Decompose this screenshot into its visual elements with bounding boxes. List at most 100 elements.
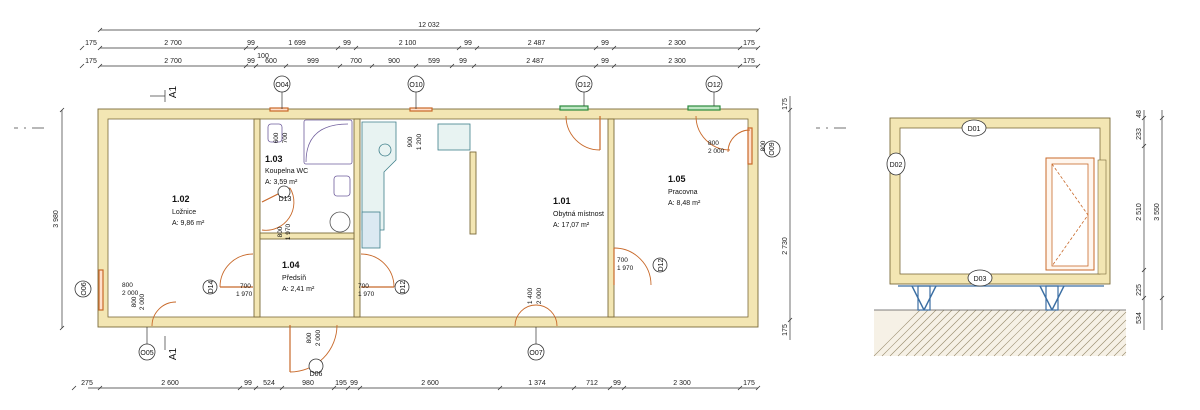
svg-text:800: 800: [277, 226, 284, 237]
svg-text:Pracovna: Pracovna: [668, 189, 698, 196]
dimension-label: 275: [81, 380, 93, 387]
section-tag-d02: D02: [886, 152, 906, 176]
overall-dimension: 12 032: [418, 22, 440, 29]
svg-text:1.05: 1.05: [668, 174, 686, 184]
svg-text:O10: O10: [409, 82, 422, 89]
hatch-line: [977, 309, 1025, 357]
svg-text:O04: O04: [275, 82, 288, 89]
hatch-line: [873, 309, 921, 357]
right-dim-top: 175: [782, 98, 789, 110]
right-dim-bottom: 175: [782, 324, 789, 336]
washbasin: [333, 175, 351, 197]
dimension-label: 2 100: [399, 40, 417, 47]
dimension-label: 175: [743, 58, 755, 65]
svg-text:1.02: 1.02: [172, 194, 190, 204]
svg-text:225: 225: [1136, 284, 1143, 296]
svg-text:A: 3,59 m²: A: 3,59 m²: [265, 179, 298, 186]
hatch-line: [969, 309, 1017, 357]
right-dimension: 175 2 730 175: [782, 96, 793, 340]
dimension-label: 175: [743, 380, 755, 387]
window-tag-o05: O05: [138, 327, 156, 361]
svg-text:O06: O06: [81, 282, 88, 295]
left-dimension: 3 980: [53, 107, 65, 331]
dimension-tick: [71, 385, 77, 391]
svg-text:D01: D01: [968, 126, 981, 133]
dimension-label: 599: [428, 58, 440, 65]
section-view: D01 D02 D03 48 233 2 510 225 534 3 550: [873, 110, 1165, 357]
svg-text:Obytná místnost: Obytná místnost: [553, 211, 604, 218]
dimension-tick: [243, 45, 249, 51]
opening-dims: 600 700 900 1 200 800 2 000 800 800 2 00…: [122, 132, 767, 346]
hatch-line: [905, 309, 953, 357]
svg-text:D02: D02: [890, 162, 903, 169]
dimension-label: 2 300: [673, 380, 691, 387]
svg-text:48: 48: [1136, 110, 1143, 118]
dimension-tick: [611, 63, 617, 69]
svg-text:2 000: 2 000: [139, 293, 146, 310]
hatch-line: [913, 309, 961, 357]
dimension-tick: [335, 45, 341, 51]
dimension-100: 100: [257, 53, 269, 60]
dimension-label: 900: [388, 58, 400, 65]
plan-walls: [97, 108, 759, 328]
door-tag-d12-study: D12: [652, 257, 668, 273]
svg-text:233: 233: [1136, 128, 1143, 140]
hatch-line: [993, 309, 1041, 357]
hob: [378, 143, 392, 157]
room-1-02: 1.02 Ložnice A: 9,86 m²: [172, 194, 205, 227]
svg-text:D12: D12: [400, 280, 407, 293]
dimension-tick: [253, 45, 259, 51]
kitchen-unit: [361, 121, 471, 249]
dimension-tick: [237, 385, 243, 391]
hatch-line: [1017, 309, 1065, 357]
dimension-label: 2 700: [164, 40, 182, 47]
dimension-tick: [474, 45, 480, 51]
svg-text:Ložnice: Ložnice: [172, 209, 196, 216]
dimension-tick: [97, 63, 103, 69]
dimension-tick: [413, 63, 419, 69]
dimension-label: 175: [85, 40, 97, 47]
hatch-line: [889, 309, 937, 357]
hatch-line: [961, 309, 1009, 357]
svg-text:1 970: 1 970: [358, 291, 375, 298]
svg-text:800: 800: [760, 140, 767, 151]
door-tag-d12-hall: D12: [394, 279, 410, 295]
left-dimension-label: 3 980: [53, 210, 60, 228]
dimension-tick: [755, 385, 761, 391]
dimension-label: 99: [613, 380, 621, 387]
dimension-tick: [737, 63, 743, 69]
dimension-tick: [593, 63, 599, 69]
hatch-line: [1009, 309, 1057, 357]
dimension-tick: [755, 63, 761, 69]
dimension-tick: [79, 63, 85, 69]
section-mark-bottom: A1: [164, 336, 179, 360]
svg-text:O12: O12: [577, 82, 590, 89]
hatch-line: [953, 309, 1001, 357]
window-tag-o10: O10: [407, 75, 425, 109]
section-supports: [898, 285, 1104, 311]
dimension-tick: [279, 385, 285, 391]
dimension-label: 2 600: [421, 380, 439, 387]
section-tag-d01: D01: [961, 119, 987, 137]
hatch-line: [1033, 309, 1081, 357]
hatch-line: [1105, 335, 1127, 357]
dimension-label: 99: [601, 40, 609, 47]
dimension-label: 712: [586, 380, 598, 387]
dimension-tick: [497, 385, 503, 391]
dimension-label: 2 700: [164, 58, 182, 65]
svg-text:D03: D03: [974, 276, 987, 283]
svg-text:1 400: 1 400: [527, 287, 534, 304]
dimension-label: 1 374: [528, 380, 546, 387]
hatch-line: [1113, 343, 1127, 357]
svg-text:600: 600: [273, 132, 280, 143]
svg-text:D14: D14: [208, 280, 215, 293]
dimension-tick: [449, 63, 455, 69]
ground-hatch: [873, 309, 1127, 357]
svg-text:2 000: 2 000: [122, 290, 139, 297]
svg-text:2 000: 2 000: [536, 287, 543, 304]
section-tag-d03: D03: [967, 269, 993, 287]
